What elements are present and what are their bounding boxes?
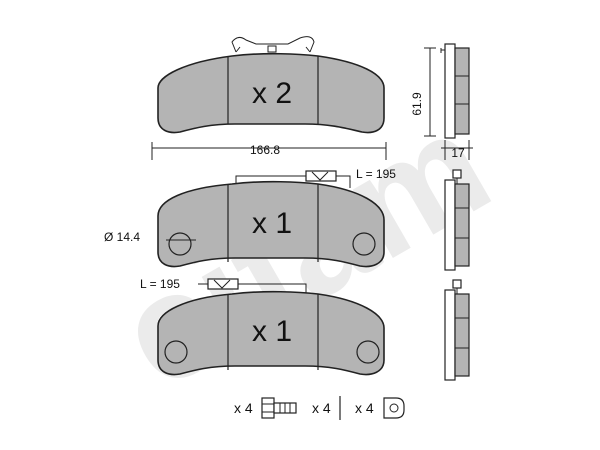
pad-middle-quantity: x 1 [252, 207, 292, 240]
dimension-width-label: 166.8 [250, 143, 280, 157]
accessories: x 4 x 4 x 4 [234, 396, 405, 420]
pad-top-outline [157, 52, 385, 134]
dimension-height-label: 61.9 [410, 92, 424, 116]
pad-middle-hole-right [352, 232, 376, 256]
wear-sensor-connector-bottom-icon [207, 278, 239, 290]
pad-bottom-quantity: x 1 [252, 315, 292, 348]
pad-middle-hole-left [168, 232, 192, 256]
pad-top-quantity: x 2 [252, 77, 292, 110]
bolt-icon [261, 397, 297, 419]
pin-quantity: x 4 [312, 400, 331, 416]
side-view-top: 61.9 17 [410, 43, 473, 160]
spring-clip-icon [231, 36, 315, 53]
pad-bottom-outline [157, 290, 385, 376]
sensor-length-bottom-label: L = 195 [140, 277, 180, 291]
hole-diameter-label: Ø 14.4 [104, 230, 140, 244]
pad-bottom-hole-left [164, 340, 188, 364]
pad-bottom-hole-right [356, 340, 380, 364]
clip-icon [383, 397, 405, 419]
pad-top: x 2 [157, 36, 385, 134]
clip-quantity: x 4 [355, 400, 374, 416]
pad-middle-outline [157, 180, 385, 268]
dimension-thickness-label: 17 [451, 146, 465, 160]
side-view-bottom [444, 279, 470, 381]
wear-sensor-wire [235, 175, 351, 188]
bolt-quantity: x 4 [234, 400, 253, 416]
wear-sensor-connector-icon [305, 170, 337, 182]
pad-middle: L = 195 x 1 Ø 14.4 [104, 167, 396, 268]
pad-bottom: L = 195 x 1 [140, 277, 385, 376]
sensor-length-top-label: L = 195 [356, 167, 396, 181]
dimension-width: 166.8 [151, 142, 387, 160]
side-view-middle [444, 169, 470, 271]
